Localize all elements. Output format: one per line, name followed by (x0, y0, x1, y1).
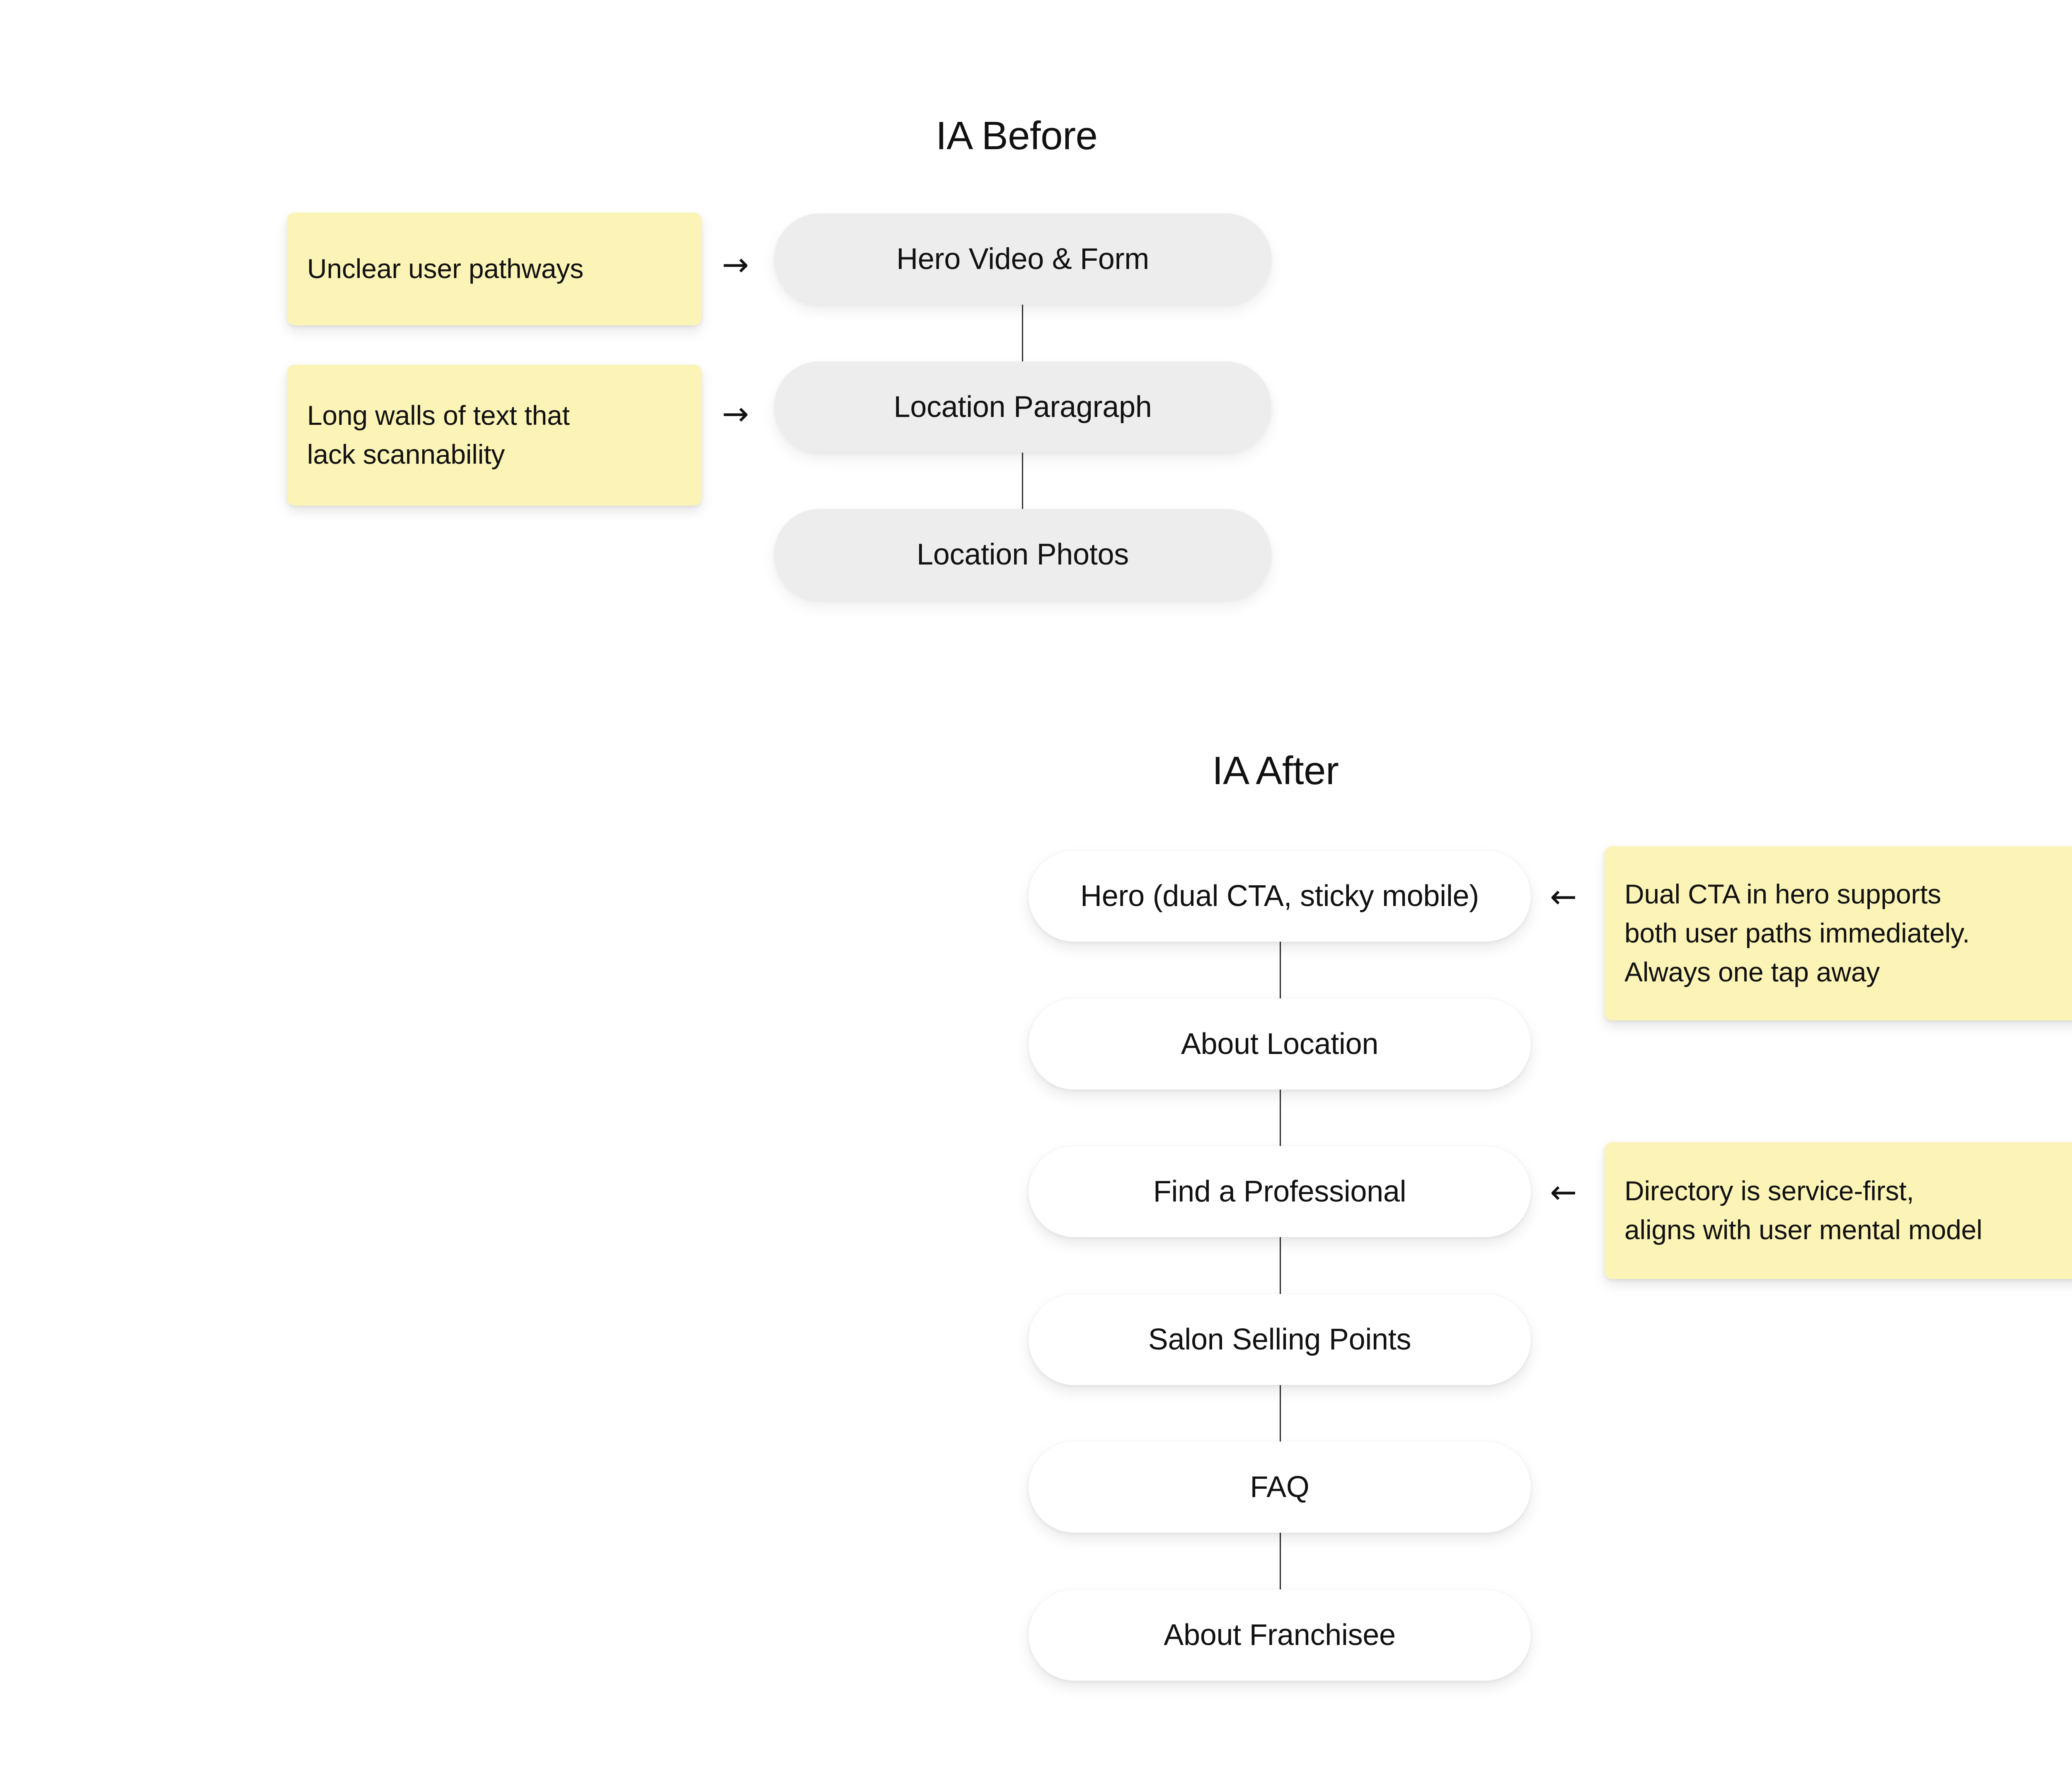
flow-node-find-a-professional[interactable]: Find a Professional (1029, 1146, 1531, 1237)
section-title-before: IA Before (936, 114, 1098, 158)
connector-line (1280, 1237, 1281, 1303)
connector-line (1280, 1385, 1281, 1451)
sticky-note-line: aligns with user mental model (1624, 1214, 1982, 1245)
flow-node-label: Location Photos (917, 538, 1129, 571)
flow-node-hero-dual-cta[interactable]: Hero (dual CTA, sticky mobile) (1029, 850, 1531, 942)
flow-node-label: Hero (dual CTA, sticky mobile) (1080, 879, 1479, 913)
connector-line (1022, 452, 1023, 539)
connector-line (1280, 1089, 1281, 1156)
flow-node-label: Location Paragraph (893, 390, 1152, 424)
arrow-right-icon: → (722, 395, 749, 433)
connector-line (1280, 942, 1281, 1008)
arrow-right-icon: → (722, 246, 749, 283)
sticky-note-line: Always one tap away (1624, 956, 1880, 987)
flow-node-about-location[interactable]: About Location (1029, 998, 1531, 1090)
sticky-note-directory-service-first: Directory is service-first, aligns with … (1605, 1142, 2072, 1279)
flow-node-location-paragraph[interactable]: Location Paragraph (774, 361, 1271, 453)
sticky-note-line: Directory is service-first, (1624, 1175, 1914, 1206)
flow-node-label: FAQ (1250, 1470, 1310, 1504)
sticky-note-line: Dual CTA in hero supports (1624, 879, 1941, 910)
flow-node-about-franchisee[interactable]: About Franchisee (1029, 1589, 1531, 1681)
arrow-left-icon: ← (1550, 878, 1577, 916)
arrow-left-icon: ← (1550, 1174, 1577, 1211)
sticky-note-line: Long walls of text that (307, 400, 570, 431)
flow-node-label: About Franchisee (1164, 1618, 1396, 1652)
sticky-note-unclear-user-pathways: Unclear user pathways (287, 213, 702, 325)
flow-node-location-photos[interactable]: Location Photos (774, 509, 1271, 600)
section-title-after: IA After (1212, 749, 1339, 793)
sticky-note-line: Unclear user pathways (307, 253, 584, 284)
flow-node-faq[interactable]: FAQ (1029, 1441, 1531, 1533)
flow-node-label: Find a Professional (1153, 1175, 1406, 1208)
flow-node-hero-video-form[interactable]: Hero Video & Form (774, 213, 1271, 305)
flow-node-salon-selling-points[interactable]: Salon Selling Points (1029, 1294, 1531, 1385)
connector-line (1280, 1533, 1281, 1599)
connector-line (1022, 305, 1023, 388)
sticky-note-dual-cta-supports-paths: Dual CTA in hero supports both user path… (1605, 846, 2072, 1020)
sticky-note-line: both user paths immediately. (1624, 918, 1970, 949)
flow-node-label: About Location (1181, 1027, 1379, 1061)
flow-node-label: Salon Selling Points (1148, 1323, 1411, 1356)
sticky-note-line: lack scannability (307, 439, 505, 470)
flow-node-label: Hero Video & Form (896, 242, 1149, 276)
sticky-note-long-walls-of-text: Long walls of text that lack scannabilit… (287, 365, 702, 506)
